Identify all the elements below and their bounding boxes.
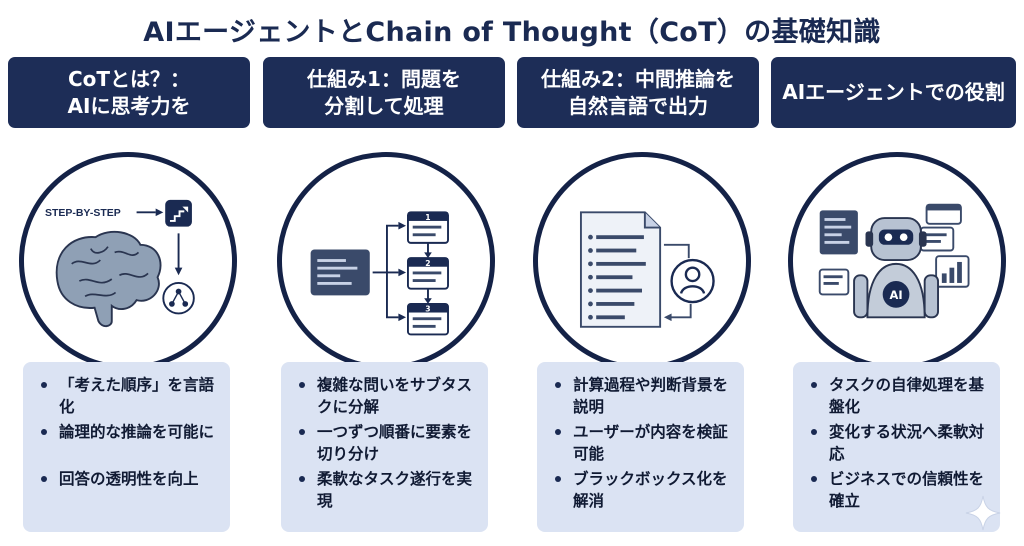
robot-icon: AI	[853, 217, 939, 319]
brain-icon	[55, 230, 162, 328]
decomposition-illustration: 1 2 3	[277, 152, 495, 370]
network-icon	[162, 281, 195, 315]
step-by-step-label: STEP-BY-STEP	[45, 208, 121, 219]
bullet-panel-mechanism-1: 複雑な問いをサブタスクに分解 一つずつ順番に要素を切り分け 柔軟なタスク遂行を実…	[281, 362, 488, 532]
header-cot-definition: CoTとは？： AIに思考力を	[8, 57, 250, 128]
step-card-3: 3	[406, 302, 449, 336]
bullet-item: 論理的な推論を可能に	[37, 421, 220, 443]
bullet-item: ユーザーが内容を検証可能	[551, 421, 734, 465]
header-agent-role: AIエージェントでの役割	[771, 57, 1016, 128]
step-number-1: 1	[425, 213, 430, 222]
bullet-item: 複雑な問いをサブタスクに分解	[295, 374, 478, 418]
bullet-item: 柔軟なタスク遂行を実現	[295, 468, 478, 512]
header-mechanism-1: 仕組み1：問題を 分割して処理	[263, 57, 505, 128]
robot-illustration: AI	[788, 152, 1006, 370]
bullet-item: 一つずつ順番に要素を切り分け	[295, 421, 478, 465]
document-icon	[579, 211, 662, 328]
brain-illustration: STEP-BY-STEP	[19, 152, 237, 370]
bullet-item: 計算過程や判断背景を説明	[551, 374, 734, 418]
document-user-illustration	[533, 152, 751, 370]
user-avatar-icon	[670, 258, 715, 304]
sparkle-icon	[965, 495, 1001, 531]
bullet-panel-agent-role: タスクの自律処理を基盤化 変化する状況へ柔軟対応 ビジネスでの信頼性を確立	[793, 362, 1000, 532]
bar-chart-icon	[935, 255, 970, 288]
bullet-item: 「考えた順序」を言語化	[37, 374, 220, 418]
header-mechanism-2: 仕組み2：中間推論を 自然言語で出力	[517, 57, 759, 128]
bullet-item: タスクの自律処理を基盤化	[807, 374, 990, 418]
bullet-item: 変化する状況へ柔軟対応	[807, 421, 990, 465]
code-window-icon	[310, 249, 370, 296]
stairs-icon	[165, 199, 192, 227]
step-number-3: 3	[425, 305, 430, 314]
bullet-item: ビジネスでの信頼性を確立	[807, 468, 990, 512]
step-card-1: 1	[406, 211, 449, 244]
list-panel-icon	[818, 268, 850, 296]
bullet-panel-cot: 「考えた順序」を言語化 論理的な推論を可能に 回答の透明性を向上	[23, 362, 230, 532]
step-number-2: 2	[425, 259, 430, 268]
bullet-item: ブラックボックス化を解消	[551, 468, 734, 512]
window-panel-icon	[925, 203, 962, 225]
chat-bubble-icon	[919, 226, 955, 252]
page-title: AIエージェントとChain of Thought（CoT）の基礎知識	[143, 17, 881, 48]
bullet-item: 回答の透明性を向上	[37, 468, 220, 490]
code-panel-icon	[819, 210, 858, 255]
bullet-panel-mechanism-2: 計算過程や判断背景を説明 ユーザーが内容を検証可能 ブラックボックス化を解消	[537, 362, 744, 532]
robot-chest-label: AI	[889, 288, 902, 302]
step-card-2: 2	[406, 257, 449, 290]
